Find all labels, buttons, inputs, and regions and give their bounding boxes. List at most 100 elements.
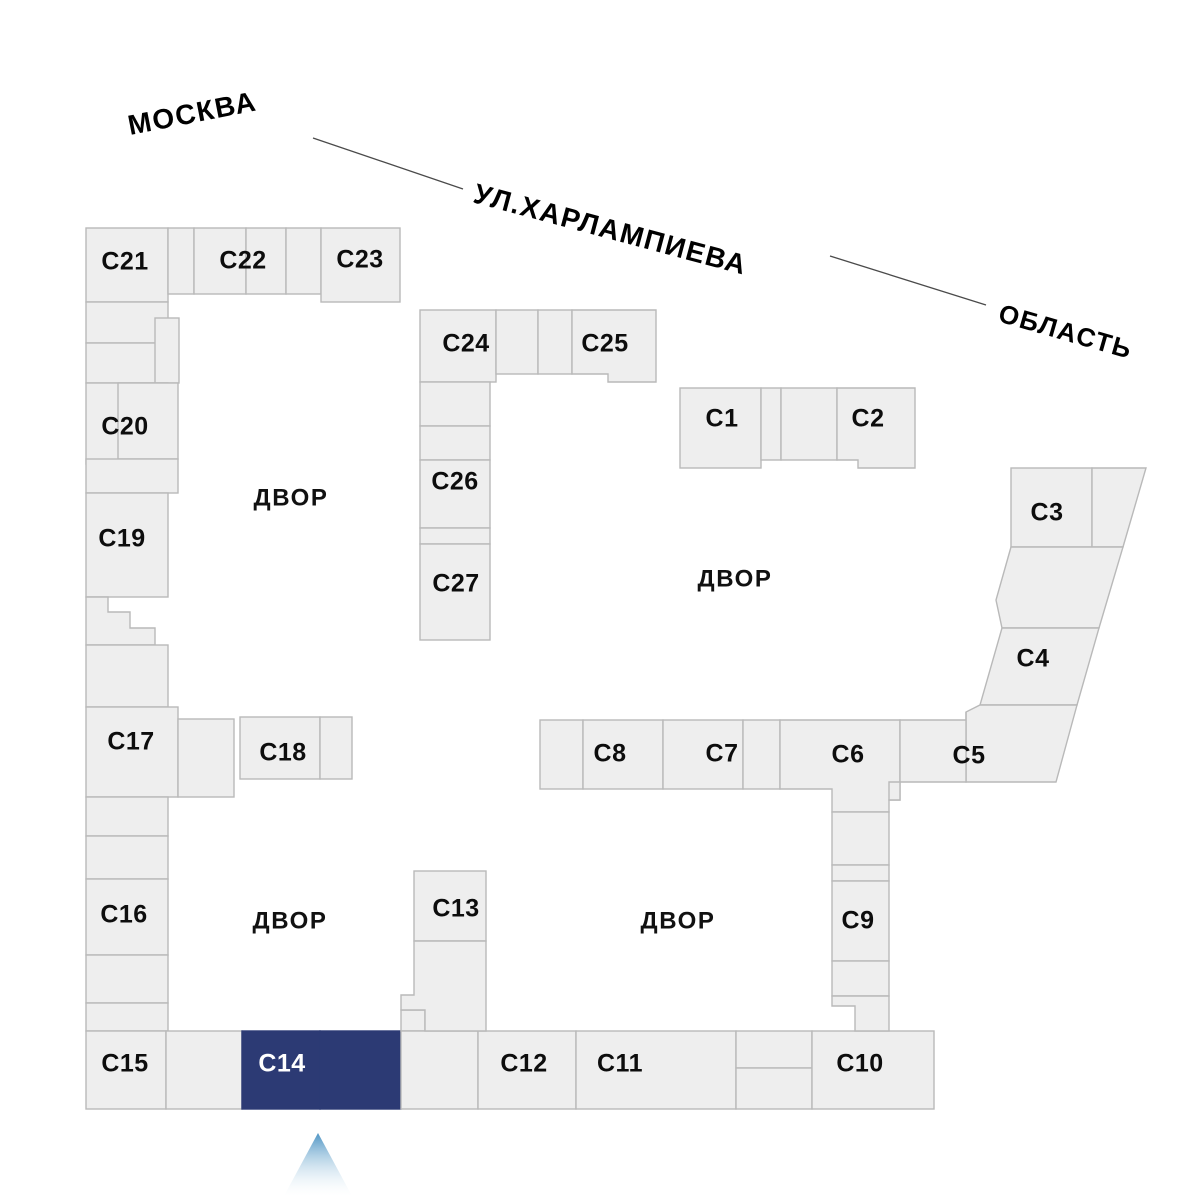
section-label-C20: C20 bbox=[101, 413, 148, 441]
section-shape-C18b[interactable] bbox=[319, 716, 353, 780]
section-label-C6: C6 bbox=[832, 741, 865, 769]
section-shape-C9[interactable] bbox=[831, 880, 890, 962]
section-shape-west-5[interactable] bbox=[85, 796, 169, 837]
block-group-northwest bbox=[85, 227, 401, 1032]
section-shape-west-steps[interactable] bbox=[85, 596, 156, 646]
section-shape-C3-slant[interactable] bbox=[1091, 467, 1147, 548]
section-shape-C10[interactable] bbox=[811, 1030, 935, 1110]
section-shape-C15[interactable] bbox=[85, 1030, 167, 1110]
section-shape-east-mid[interactable] bbox=[995, 546, 1124, 629]
courtyard-label-sw: ДВОР bbox=[253, 907, 328, 934]
section-shape-C9-lower[interactable] bbox=[831, 960, 890, 997]
section-shape-south-gap-4[interactable] bbox=[735, 1067, 813, 1110]
section-label-C26: C26 bbox=[431, 468, 478, 496]
block-group-mideast bbox=[539, 712, 967, 813]
section-label-C9: C9 bbox=[842, 907, 875, 935]
section-shape-C17b[interactable] bbox=[177, 718, 235, 798]
section-shape-C12[interactable] bbox=[477, 1030, 577, 1110]
section-shape-me-gap-2[interactable] bbox=[742, 719, 781, 790]
block-group-center bbox=[419, 309, 657, 641]
section-label-C2: C2 bbox=[852, 405, 885, 433]
section-shape-C8[interactable] bbox=[582, 719, 664, 790]
section-shape-center-gap-3[interactable] bbox=[419, 425, 491, 461]
section-label-C14: C14 bbox=[258, 1050, 305, 1078]
block-group-south bbox=[85, 1009, 935, 1110]
section-shape-south-gap-1[interactable] bbox=[165, 1030, 243, 1110]
section-label-C22: C22 bbox=[219, 247, 266, 275]
block-group-east-wing bbox=[965, 467, 1147, 783]
section-shape-C13-stem[interactable] bbox=[400, 940, 487, 1032]
section-shape-west-7[interactable] bbox=[85, 954, 169, 1004]
section-shape-C17[interactable] bbox=[85, 706, 179, 798]
section-shape-center-gap-1[interactable] bbox=[537, 309, 573, 375]
street-label-kharlampieva: УЛ.ХАРЛАМПИЕВА bbox=[470, 178, 750, 281]
section-shape-west-3[interactable] bbox=[85, 458, 179, 494]
section-shape-C27[interactable] bbox=[419, 543, 491, 641]
section-shape-C16[interactable] bbox=[85, 878, 169, 956]
section-shape-C19[interactable] bbox=[85, 492, 169, 598]
section-label-C23: C23 bbox=[336, 246, 383, 274]
section-shape-south-gap-2[interactable] bbox=[400, 1030, 479, 1110]
section-shape-ne-gap-2[interactable] bbox=[780, 387, 838, 461]
selected-marker-icon bbox=[284, 1133, 352, 1196]
section-shape-C9-foot[interactable] bbox=[831, 995, 890, 1032]
section-shape-center-gap-2[interactable] bbox=[419, 381, 491, 427]
leader-line-west bbox=[312, 137, 464, 190]
block-group-C13 bbox=[400, 870, 487, 1032]
section-shape-C5[interactable] bbox=[888, 712, 967, 801]
block-group-C9 bbox=[831, 811, 890, 1032]
section-shape-C3[interactable] bbox=[1010, 467, 1093, 548]
section-shape-center-gap-4[interactable] bbox=[419, 527, 491, 545]
section-shape-ne-gap-1[interactable] bbox=[760, 387, 782, 461]
section-label-C18: C18 bbox=[259, 739, 306, 767]
section-label-C16: C16 bbox=[100, 901, 147, 929]
courtyard-label-se: ДВОР bbox=[641, 907, 716, 934]
section-shape-C14b[interactable] bbox=[319, 1030, 402, 1110]
section-label-C17: C17 bbox=[107, 728, 154, 756]
section-shape-C11[interactable] bbox=[575, 1030, 737, 1110]
section-shape-gap-1[interactable] bbox=[167, 227, 195, 295]
section-shape-me-gap-1[interactable] bbox=[539, 719, 584, 790]
section-shape-C26[interactable] bbox=[419, 459, 491, 529]
section-label-C3: C3 bbox=[1031, 499, 1064, 527]
section-label-C15: C15 bbox=[101, 1050, 148, 1078]
street-label-moscow: МОСКВА bbox=[125, 86, 259, 141]
section-label-C27: C27 bbox=[432, 570, 479, 598]
section-shape-C25[interactable] bbox=[571, 309, 657, 383]
courtyard-label-ne: ДВОР bbox=[698, 565, 773, 592]
section-shape-C23[interactable] bbox=[320, 227, 401, 303]
section-shape-east-lower[interactable] bbox=[965, 704, 1078, 783]
section-shape-C9-top[interactable] bbox=[831, 811, 890, 866]
section-label-C19: C19 bbox=[98, 525, 145, 553]
section-shape-west-notch-a[interactable] bbox=[154, 317, 180, 384]
section-shape-gap-2[interactable] bbox=[285, 227, 322, 295]
section-shape-C13-foot[interactable] bbox=[400, 1009, 426, 1032]
section-shape-C13[interactable] bbox=[413, 870, 487, 942]
section-shape-C14[interactable] bbox=[241, 1030, 321, 1110]
section-shape-C2[interactable] bbox=[836, 387, 916, 469]
leader-line-east bbox=[829, 255, 987, 306]
courtyard-label-nw: ДВОР bbox=[254, 484, 329, 511]
section-shape-C22a[interactable] bbox=[193, 227, 247, 295]
section-label-C13: C13 bbox=[432, 895, 479, 923]
section-shape-west-8[interactable] bbox=[85, 1002, 169, 1032]
section-shape-C21[interactable] bbox=[85, 227, 169, 303]
section-label-C24: C24 bbox=[442, 330, 489, 358]
section-shape-C7[interactable] bbox=[662, 719, 744, 790]
courtyard-labels: ДВОР ДВОР ДВОР ДВОР bbox=[253, 484, 773, 934]
section-shape-west-6[interactable] bbox=[85, 835, 169, 880]
section-shape-C18[interactable] bbox=[239, 716, 321, 780]
section-shape-C20-notch[interactable] bbox=[117, 382, 179, 460]
section-label-C4: C4 bbox=[1017, 645, 1050, 673]
block-group-northeast bbox=[679, 387, 916, 469]
section-label-C7: C7 bbox=[706, 740, 739, 768]
section-label-C10: C10 bbox=[836, 1050, 883, 1078]
section-shape-south-gap-3[interactable] bbox=[735, 1030, 813, 1069]
section-shape-C1[interactable] bbox=[679, 387, 762, 469]
section-shape-west-4[interactable] bbox=[85, 644, 169, 708]
section-shape-C24b[interactable] bbox=[495, 309, 539, 375]
section-label-C5: C5 bbox=[953, 742, 986, 770]
section-shape-C9-gap[interactable] bbox=[831, 864, 890, 882]
